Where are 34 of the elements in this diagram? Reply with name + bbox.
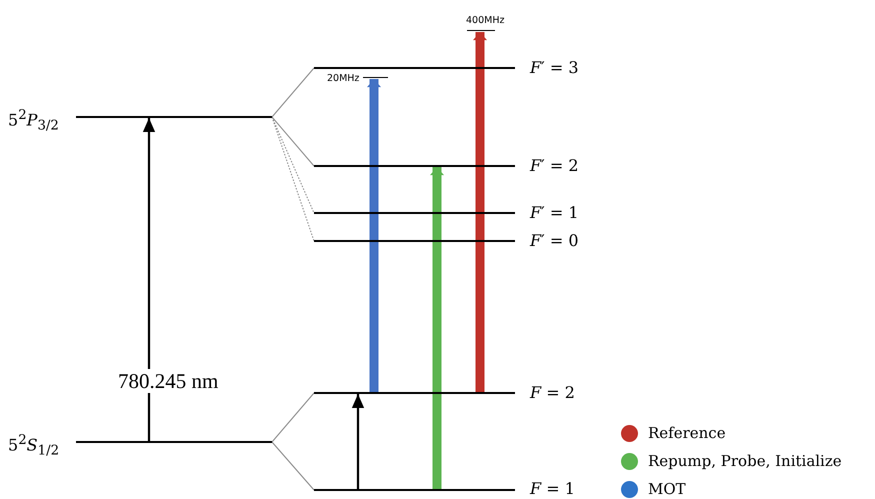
energy-level-line bbox=[314, 165, 515, 167]
energy-level-line bbox=[314, 240, 515, 242]
energy-level-line bbox=[314, 392, 515, 394]
transition-arrow bbox=[352, 394, 364, 489]
frequency-label: 400MHz bbox=[466, 15, 504, 27]
frequency-tick bbox=[467, 30, 495, 31]
energy-level-line bbox=[314, 67, 515, 69]
level-label: F = 2 bbox=[530, 383, 575, 403]
legend-label: MOT bbox=[648, 479, 686, 499]
frequency-label: 20MHz bbox=[327, 73, 360, 85]
level-label: F′ = 0 bbox=[530, 231, 578, 251]
frequency-tick bbox=[363, 77, 388, 78]
splitting-line bbox=[272, 442, 314, 490]
legend-label: Repump, Probe, Initialize bbox=[648, 451, 842, 471]
level-label: F = 1 bbox=[530, 479, 575, 499]
edge-label: 780.245 nm bbox=[116, 369, 220, 393]
legend-label: Reference bbox=[648, 423, 726, 443]
splitting-line bbox=[272, 116, 314, 166]
splitting-line bbox=[272, 392, 314, 442]
transition-arrow bbox=[473, 32, 487, 392]
energy-level-line bbox=[76, 116, 272, 118]
energy-level-line bbox=[314, 489, 515, 491]
level-label: F′ = 2 bbox=[530, 156, 578, 176]
transition-arrow bbox=[367, 79, 381, 392]
energy-level-line bbox=[314, 212, 515, 214]
splitting-line bbox=[272, 116, 314, 242]
level-label: F′ = 1 bbox=[530, 203, 578, 223]
transition-arrow bbox=[430, 167, 444, 489]
splitting-line bbox=[272, 68, 314, 118]
level-label: 5$^{2}$P$_{3/2}$ bbox=[8, 107, 59, 136]
transition-arrow bbox=[142, 118, 156, 441]
energy-level-line bbox=[76, 441, 272, 443]
level-label: 5$^{2}$S$_{1/2}$ bbox=[8, 432, 60, 461]
level-label: F′ = 3 bbox=[530, 58, 578, 78]
